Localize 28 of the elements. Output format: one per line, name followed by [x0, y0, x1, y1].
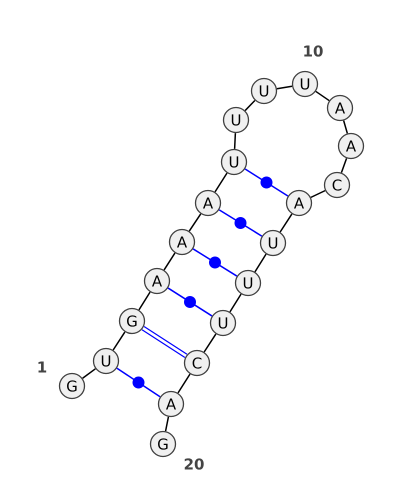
base-pair-line [192, 248, 238, 277]
backbone-line [310, 190, 326, 198]
backbone-line [164, 416, 170, 432]
backbone-line [163, 252, 176, 270]
backbone-line [138, 292, 151, 310]
backbone-line [244, 100, 256, 112]
backbone-line [214, 172, 228, 192]
backbone-line [315, 90, 330, 102]
backbone-line [188, 214, 202, 232]
backbone-line [280, 214, 292, 232]
backbone-line [204, 334, 216, 352]
base-pair-line [244, 168, 288, 197]
base-pair-line [116, 368, 160, 398]
base-pair-line [218, 209, 262, 237]
position-number: 10 [304, 45, 323, 57]
backbone-line [82, 368, 96, 379]
backbone-line [254, 254, 267, 272]
position-number: 1 [38, 362, 46, 372]
backbone-line [340, 158, 348, 173]
backbone-line [112, 332, 126, 350]
backbone-line [276, 85, 292, 90]
backbone-line [229, 294, 242, 312]
backbone-line [234, 133, 236, 149]
backbone-line [342, 120, 348, 134]
position-number: 20 [184, 458, 204, 470]
base-pair-line [168, 287, 212, 317]
backbone-line [177, 374, 191, 394]
base-pair-line [142, 326, 188, 358]
